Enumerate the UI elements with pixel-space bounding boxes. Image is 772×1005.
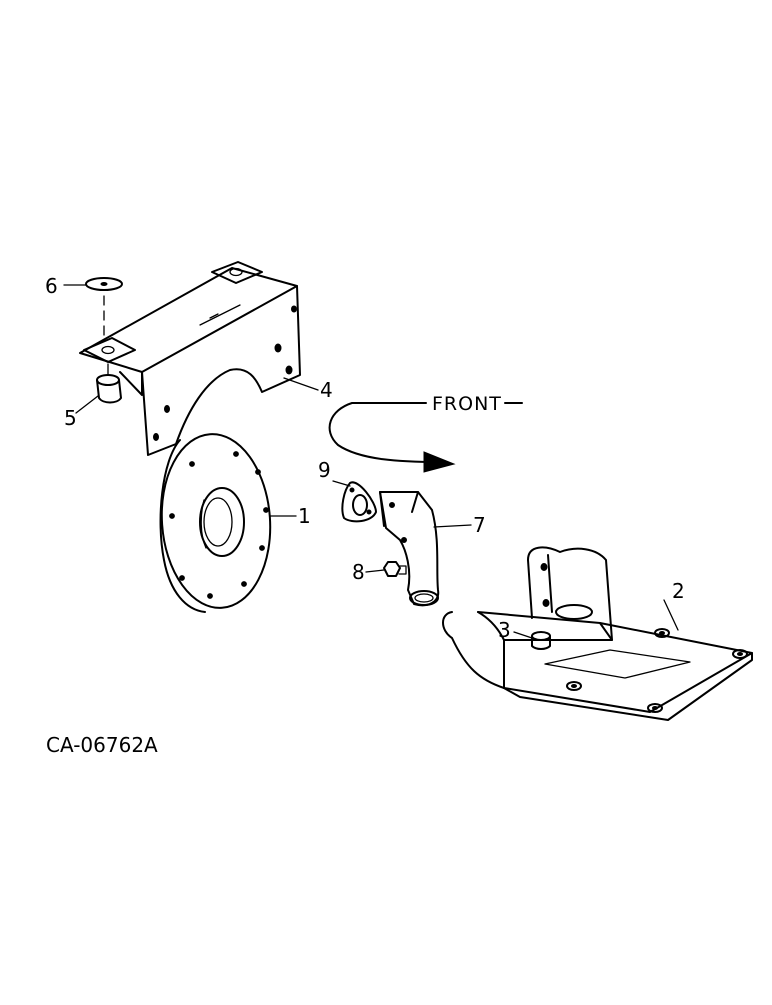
callout-2: 2 bbox=[672, 579, 685, 603]
callout-9: 9 bbox=[318, 458, 331, 482]
callout-3: 3 bbox=[498, 618, 511, 642]
callout-5: 5 bbox=[64, 406, 77, 430]
elbow-part-7 bbox=[379, 491, 440, 607]
bracket-part-4 bbox=[79, 261, 301, 456]
adapter-plate-part-1 bbox=[159, 433, 272, 613]
gasket-part-9 bbox=[341, 481, 377, 523]
callout-7: 7 bbox=[473, 513, 486, 537]
support-frame-part-2 bbox=[442, 546, 753, 721]
washer-part-6 bbox=[85, 277, 123, 336]
drawing-code: CA-06762A bbox=[46, 733, 158, 757]
callout-4: 4 bbox=[320, 378, 333, 402]
bushing-part-5 bbox=[96, 363, 122, 404]
callout-6: 6 bbox=[45, 274, 58, 298]
front-label: FRONT bbox=[432, 393, 502, 415]
front-direction-arrow bbox=[328, 402, 523, 473]
leader-lines bbox=[63, 284, 679, 639]
callout-1: 1 bbox=[298, 504, 311, 528]
plug-part-8 bbox=[383, 561, 407, 577]
stud-part-3 bbox=[531, 631, 551, 650]
callout-8: 8 bbox=[352, 560, 365, 584]
